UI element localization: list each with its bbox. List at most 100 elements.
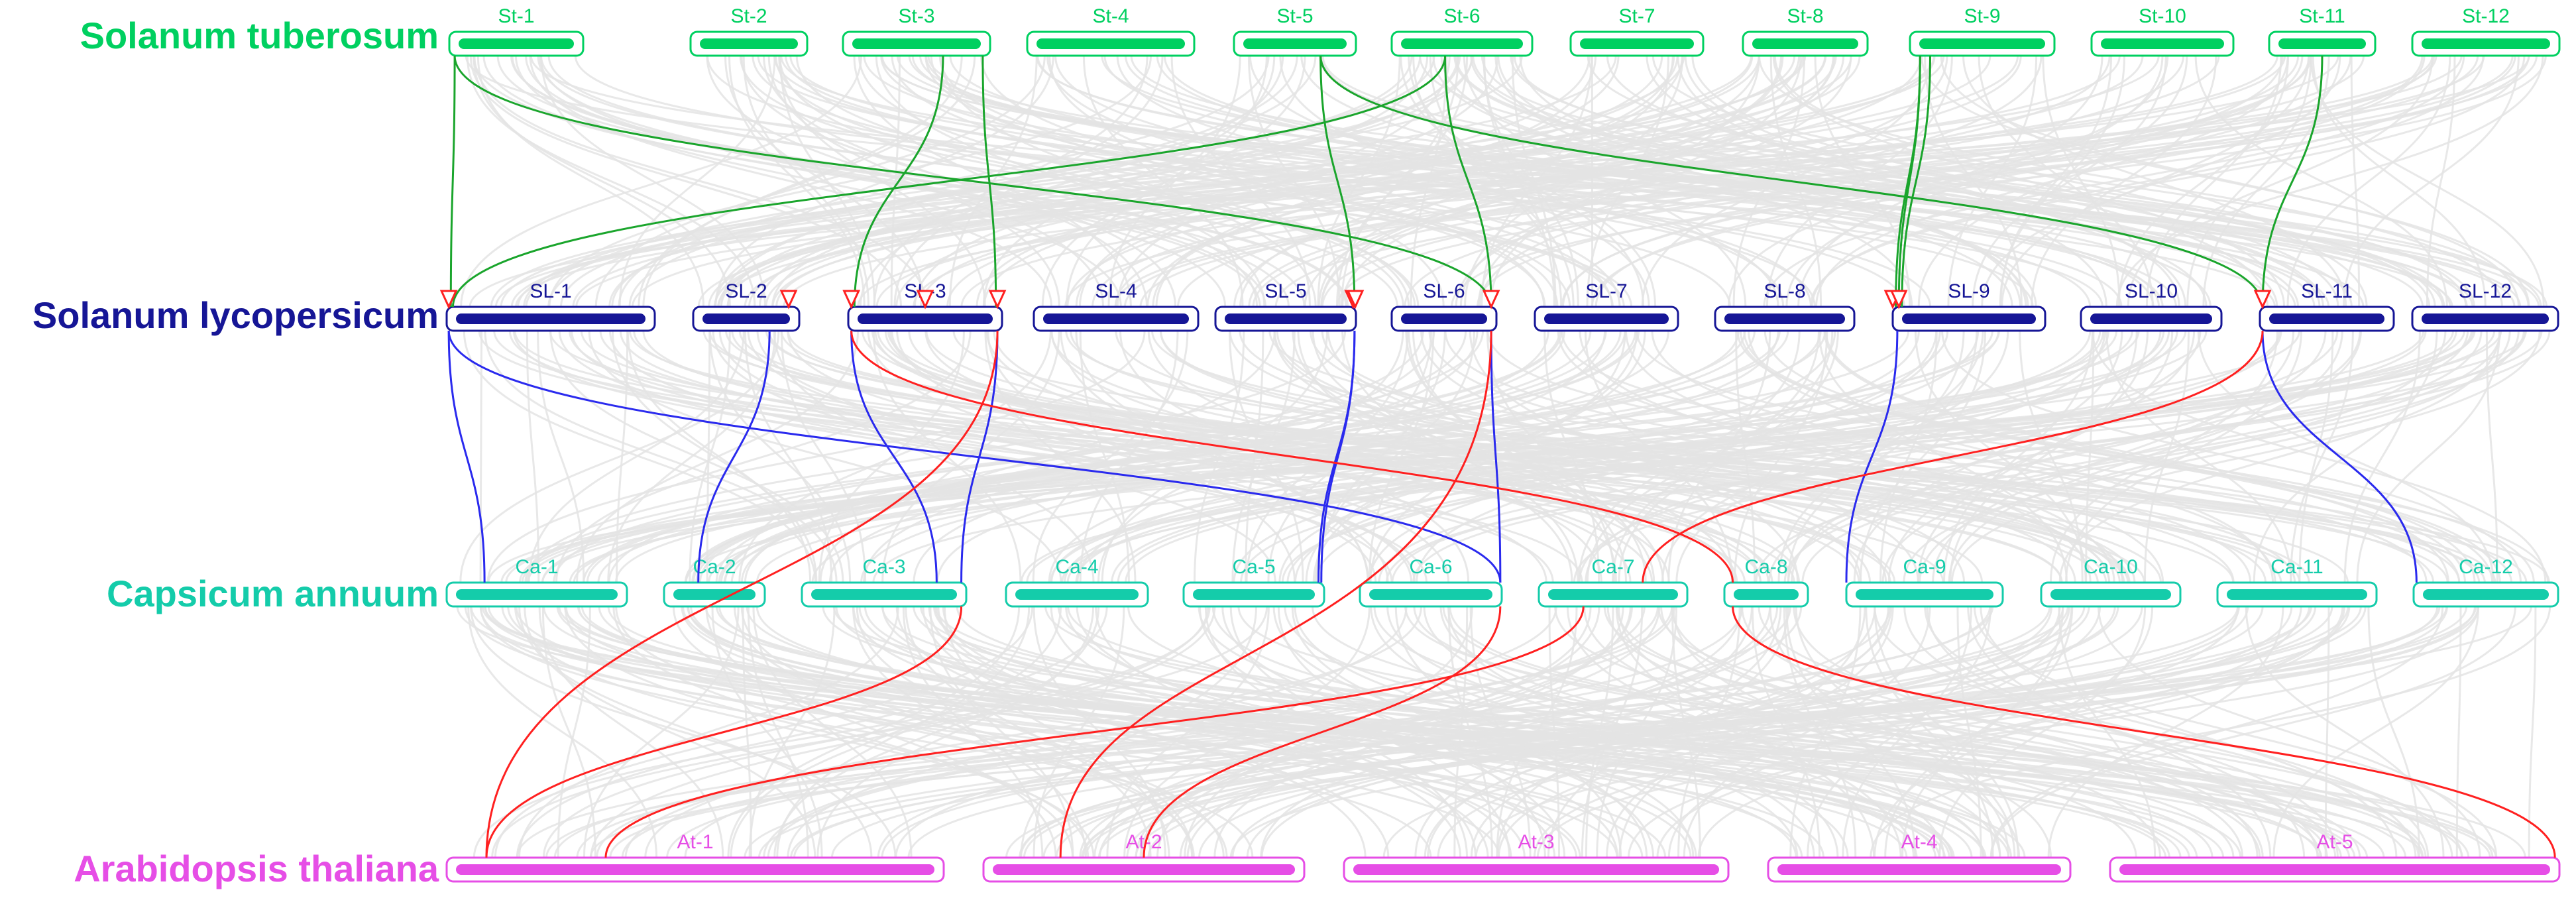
chromosome-label: Ca-12	[2459, 556, 2513, 578]
chromosome-st-6: St-6	[1390, 5, 1534, 57]
synteny-link	[2261, 330, 2418, 583]
chromosome-label: St-10	[2139, 5, 2186, 27]
synteny-link	[2261, 55, 2324, 308]
chromosome-label: At-3	[1518, 831, 1554, 853]
chromosome-bar	[1544, 313, 1669, 324]
chromosome-bar	[993, 864, 1295, 875]
chromosome-label: St-9	[1964, 5, 2000, 27]
synteny-link	[447, 330, 1502, 583]
chromosome-label: Ca-1	[515, 556, 558, 578]
chromosome-label: Ca-3	[862, 556, 905, 578]
chromosome-label: At-4	[1901, 831, 1937, 853]
chromosome-bar	[1036, 38, 1185, 49]
chromosome-bar	[2269, 313, 2384, 324]
chromosome-bar	[1043, 313, 1189, 324]
synteny-link	[1319, 55, 2264, 308]
triangle-marker-icon	[2253, 290, 2272, 310]
chromosome-label: Ca-7	[1591, 556, 1634, 578]
synteny-link	[697, 330, 771, 583]
chromosome-bar	[456, 313, 645, 324]
chromosome-ca-1: Ca-1	[445, 556, 628, 608]
chromosome-ca-6: Ca-6	[1359, 556, 1503, 608]
chromosome-bar	[702, 313, 790, 324]
chromosome-label: At-1	[677, 831, 713, 853]
synteny-link	[453, 55, 1492, 308]
chromosome-label: St-7	[1618, 5, 1655, 27]
background-synteny-links	[456, 55, 2551, 858]
chromosome-at-4: At-4	[1767, 831, 2072, 883]
chromosome-label: St-11	[2299, 5, 2345, 27]
chromosome-ca-3: Ca-3	[801, 556, 968, 608]
synteny-link	[485, 330, 999, 858]
chromosome-label: At-5	[2316, 831, 2353, 853]
chromosome-bar	[1225, 313, 1347, 324]
chromosome-bar	[1580, 38, 1694, 49]
chromosome-ca-7: Ca-7	[1538, 556, 1689, 608]
triangle-marker-icon	[916, 290, 934, 310]
synteny-link	[853, 55, 944, 308]
chromosome-bar	[1724, 313, 1845, 324]
chromosome-st-2: St-2	[689, 5, 809, 57]
synteny-link	[850, 330, 1734, 583]
chromosome-sl-10: SL-10	[2080, 280, 2223, 332]
chromosome-at-5: At-5	[2109, 831, 2561, 883]
synteny-link	[451, 55, 1447, 308]
chromosome-label: St-4	[1092, 5, 1129, 27]
synteny-link	[1732, 606, 2556, 858]
chromosome-bar	[2050, 589, 2171, 600]
chromosome-bar	[1369, 589, 1492, 600]
triangle-marker-icon	[842, 290, 860, 310]
chromosome-label: Ca-9	[1903, 556, 1946, 578]
triangle-marker-icon	[1889, 290, 1908, 310]
chromosome-label: SL-5	[1264, 280, 1306, 302]
species-label-at: Arabidopsis thaliana	[74, 848, 439, 889]
species-label-st: Solanum tuberosum	[80, 15, 439, 56]
chromosome-sl-12: SL-12	[2411, 280, 2559, 332]
chromosome-bar	[1353, 864, 1719, 875]
chromosome-bar	[2278, 38, 2366, 49]
synteny-link	[1319, 55, 1356, 308]
synteny-link	[447, 330, 486, 583]
synteny-link	[449, 55, 456, 308]
chromosome-st-9: St-9	[1909, 5, 2056, 57]
chromosome-sl-2: SL-2	[692, 280, 801, 332]
synteny-link	[1143, 606, 1502, 858]
chromosome-bar	[1243, 38, 1347, 49]
chromosome-sl-9: SL-9	[1891, 280, 2046, 332]
chromosome-bar	[1856, 589, 1993, 600]
chromosome-sl-3: SL-3	[847, 280, 1003, 332]
chromosome-label: Ca-11	[2270, 556, 2323, 578]
chromosome-bar	[1401, 38, 1523, 49]
chromosome-label: Ca-8	[1744, 556, 1787, 578]
chromosome-st-4: St-4	[1026, 5, 1196, 57]
chromosome-bar	[2119, 864, 2550, 875]
chromosome-st-10: St-10	[2090, 5, 2235, 57]
chromosome-label: SL-8	[1764, 280, 1805, 302]
synteny-link	[1897, 55, 1921, 308]
synteny-link	[1845, 330, 1899, 583]
chromosome-st-11: St-11	[2268, 5, 2377, 57]
chromosome-st-5: St-5	[1233, 5, 1357, 57]
triangle-marker-icon	[1346, 290, 1365, 310]
chromosome-bar	[2090, 313, 2212, 324]
synteny-link	[1059, 330, 1492, 858]
chromosome-bar	[2422, 38, 2550, 49]
chromosome-at-3: At-3	[1343, 831, 1730, 883]
chromosome-bar	[1015, 589, 1139, 600]
chromosome-label: St-6	[1443, 5, 1480, 27]
chromosome-st-1: St-1	[448, 5, 585, 57]
chromosome-label: St-8	[1787, 5, 1823, 27]
chromosome-label: St-3	[898, 5, 934, 27]
chromosome-label: SL-7	[1585, 280, 1627, 302]
chromosome-ca-4: Ca-4	[1005, 556, 1149, 608]
synteny-link	[1642, 330, 2264, 583]
chromosome-bar	[459, 38, 574, 49]
chromosome-bar	[1919, 38, 2045, 49]
chromosome-at-2: At-2	[982, 831, 1306, 883]
chromosome-bar	[2422, 313, 2549, 324]
synteny-link	[850, 330, 938, 583]
chromosome-bar	[852, 38, 981, 49]
synteny-link	[604, 606, 1585, 858]
